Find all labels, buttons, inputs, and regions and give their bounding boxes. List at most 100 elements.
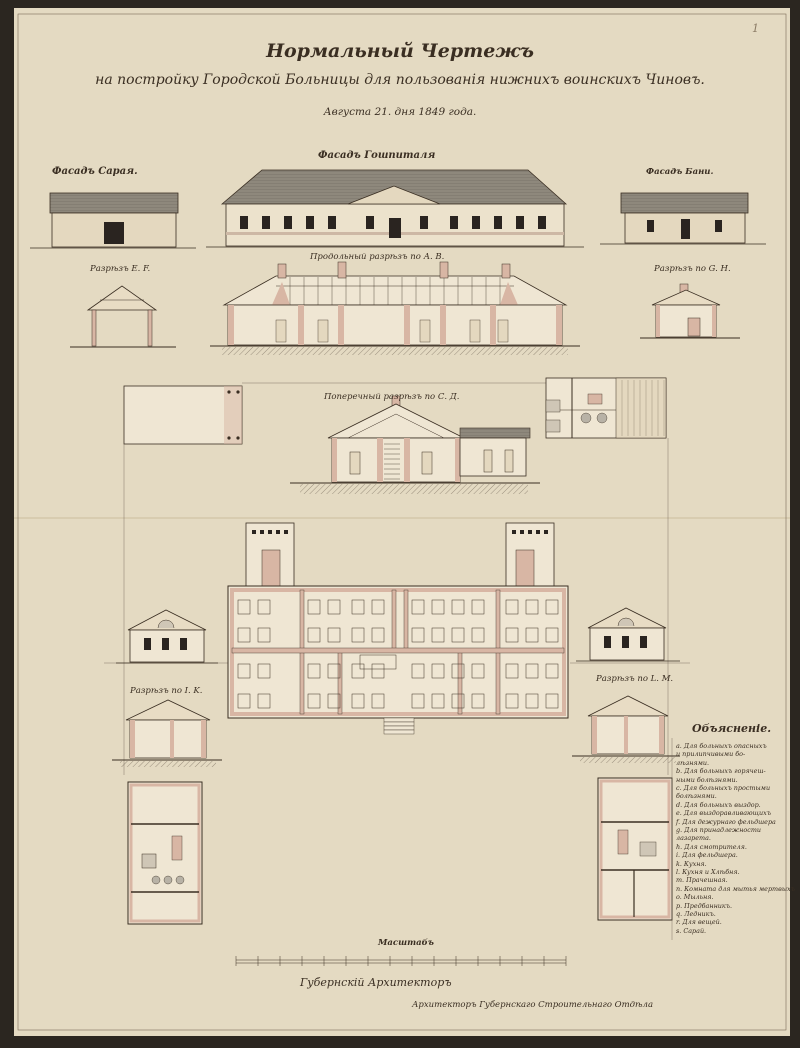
bed [525, 627, 539, 643]
label-facade-bath: Фасадъ Бани. [646, 167, 714, 177]
facade-window [494, 216, 502, 229]
facade-window [516, 216, 524, 229]
drawing-subtitle: на постройку Городской Больницы для поль… [95, 72, 705, 88]
page-number: 1 [752, 22, 759, 35]
bed [545, 693, 559, 709]
bed [351, 693, 365, 709]
plan-wall [391, 589, 397, 651]
legend-item: f. Для дежурнаго фельдшера [676, 817, 776, 826]
bed [237, 663, 251, 679]
shed-plan [123, 385, 243, 445]
bed [411, 693, 425, 709]
scale-bar [235, 956, 567, 966]
facade-window [450, 216, 458, 229]
bed [525, 693, 539, 709]
bed [307, 627, 321, 643]
legend-item: b. Для больныхъ горячеш- [676, 767, 766, 776]
small-facade-left [116, 609, 218, 664]
bed [351, 599, 365, 615]
bed [471, 599, 485, 615]
bed [431, 599, 445, 615]
chimney-flue [252, 530, 256, 534]
legend-item: h. Для смотрителя. [676, 842, 747, 851]
bed [545, 627, 559, 643]
facade-window [538, 216, 546, 229]
legend-item: n. Комната для мытья мертвыхъ [676, 884, 795, 893]
facade-window [240, 216, 248, 229]
outbuilding-plan-left [127, 781, 203, 925]
chimney-flue [284, 530, 288, 534]
longitudinal-section [210, 261, 580, 355]
outbuilding-plan-right [597, 777, 673, 921]
entrance-step [383, 729, 415, 735]
label-facade-shed: Фасадъ Сарая. [52, 166, 138, 177]
section-lm [572, 695, 680, 763]
bed [257, 663, 271, 679]
label-section-lm: Разрѣзъ по L. M. [596, 674, 674, 684]
legend-item: ными болѣзнями. [676, 775, 738, 784]
label-scale: Масштабъ [378, 938, 434, 948]
bed [451, 599, 465, 615]
bed [451, 627, 465, 643]
bed [451, 663, 465, 679]
legend-title: Объясненіе. [692, 722, 772, 735]
shed-section [70, 285, 176, 348]
bed [411, 627, 425, 643]
bed [505, 663, 519, 679]
chimney-flue [276, 530, 280, 534]
bed [257, 693, 271, 709]
bed [327, 599, 341, 615]
drawing-date: Августа 21. дня 1849 года. [323, 106, 477, 118]
section-door [317, 319, 329, 343]
legend-item: a. Для больныхъ опасныхъ [676, 742, 767, 750]
facade-window [306, 216, 314, 229]
facade-window [328, 216, 336, 229]
bed [505, 693, 519, 709]
bed [327, 693, 341, 709]
legend-item: c. Для больныхъ простыми [676, 784, 771, 792]
signature-line-1: Губернскій Архитекторъ [300, 976, 452, 989]
bed [237, 627, 251, 643]
legend-item: q. Ледникъ. [676, 910, 716, 918]
entrance-step [383, 721, 415, 727]
chimney-flue [268, 530, 272, 534]
section-door [419, 319, 431, 343]
bed [257, 599, 271, 615]
bath-section [640, 283, 740, 339]
bed [505, 599, 519, 615]
plan-wall [403, 589, 409, 651]
legend-item: d. Для больныхъ выздор. [676, 800, 761, 809]
legend-item: g. Для принадлежности [676, 826, 762, 834]
chimney-flue [520, 530, 524, 534]
label-section-ab: Продольный разрѣзъ по А. В. [310, 252, 445, 262]
chimney-flue [536, 530, 540, 534]
legend-item: болѣзнями. [676, 792, 717, 801]
section-wall [228, 305, 234, 345]
bed [237, 599, 251, 615]
entrance-step [383, 725, 415, 731]
bed [431, 693, 445, 709]
bed [371, 693, 385, 709]
chimney-flue [544, 530, 548, 534]
bed [371, 663, 385, 679]
section-door [469, 319, 481, 343]
section-ik [112, 699, 222, 767]
bed [371, 627, 385, 643]
section-wall [490, 305, 496, 345]
bed [451, 693, 465, 709]
drawing-title: Нормальный Чертежъ [266, 40, 534, 62]
stair-block [359, 654, 397, 670]
section-wall [404, 305, 410, 345]
bed [471, 627, 485, 643]
legend-item: o. Мыльня. [676, 893, 714, 902]
entrance-step [383, 717, 415, 723]
hospital-facade [206, 169, 584, 248]
bath-facade [600, 192, 766, 245]
main-hospital-plan [227, 522, 569, 735]
bath-plan [545, 377, 667, 439]
legend-item: e. Для выздоравливающихъ [676, 809, 772, 818]
corridor-wall [231, 647, 565, 654]
legend-item: i. Для фельдшера. [676, 851, 738, 860]
